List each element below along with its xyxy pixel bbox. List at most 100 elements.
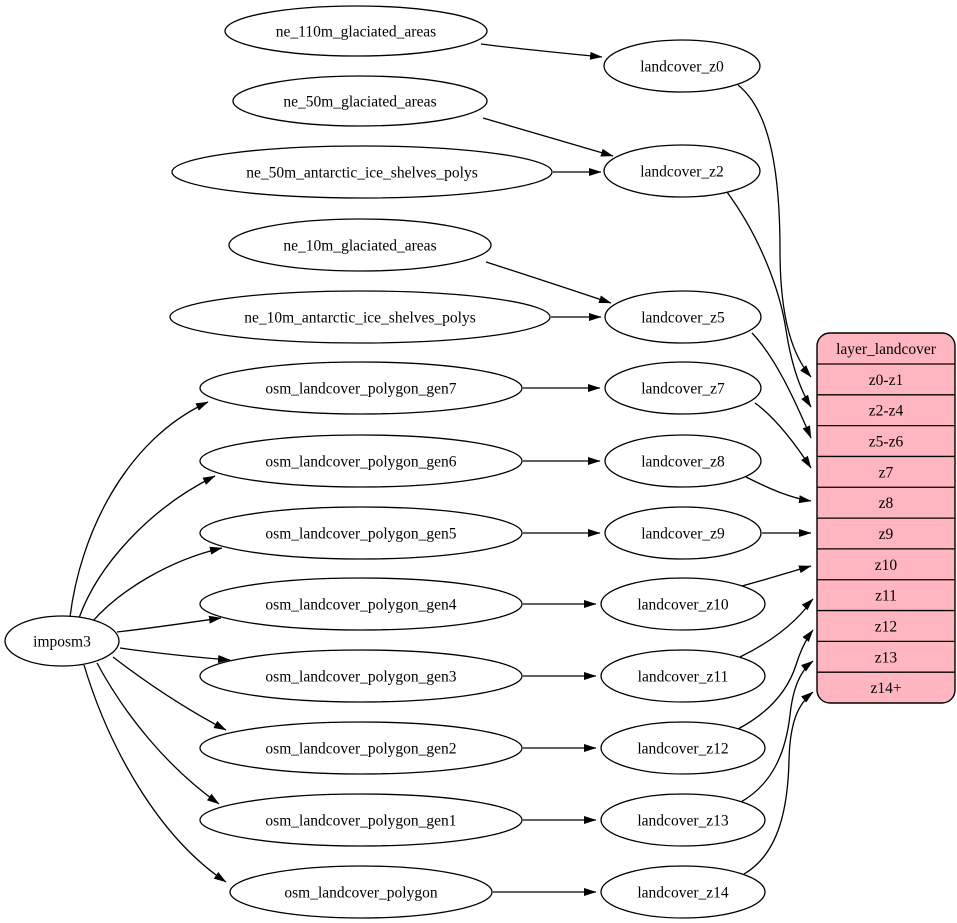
record-title: layer_landcover <box>836 341 937 358</box>
node-label-landcover_z11: landcover_z11 <box>638 669 729 686</box>
node-ellipse-ne_110m_glaciated_areas <box>224 5 488 57</box>
node-landcover_z12: landcover_z12 <box>600 721 766 775</box>
record-layer: layer_landcover z0-z1 z2-z4 z5-z6 z7 z8 z9 z10 z… <box>816 332 956 704</box>
node-label-osm_landcover_polygon: osm_landcover_polygon <box>284 885 438 902</box>
record-row-z9: z9 <box>879 526 894 543</box>
node-label-landcover_z14: landcover_z14 <box>637 885 728 902</box>
node-osm_landcover_polygon_gen4: osm_landcover_polygon_gen4 <box>199 577 523 631</box>
node-ellipse-ne_10m_glaciated_areas <box>228 218 492 272</box>
edge-landcover_z5-to-layer_landcover:z5-z6 <box>751 332 812 439</box>
edge-imposm3-to-osm_landcover_polygon_gen7 <box>69 401 209 618</box>
node-ellipse-landcover_z9 <box>604 506 762 560</box>
node-ellipse-osm_landcover_polygon_gen6 <box>199 434 523 488</box>
edge-ne_50m_glaciated_areas-to-landcover_z2 <box>482 117 614 157</box>
node-osm_landcover_polygon_gen6: osm_landcover_polygon_gen6 <box>199 434 523 488</box>
node-osm_landcover_polygon_gen5: osm_landcover_polygon_gen5 <box>199 506 523 560</box>
node-label-osm_landcover_polygon_gen3: osm_landcover_polygon_gen3 <box>265 669 456 686</box>
node-ellipse-osm_landcover_polygon <box>229 865 493 919</box>
edge-landcover_z8-to-layer_landcover:z8 <box>745 476 812 504</box>
node-label-imposm3: imposm3 <box>33 634 91 651</box>
record-row-z5-z6: z5-z6 <box>869 434 904 451</box>
node-ellipse-landcover_z11 <box>600 649 766 703</box>
edges-layer <box>69 43 814 896</box>
record-row-z14+: z14+ <box>870 680 901 697</box>
node-label-landcover_z5: landcover_z5 <box>641 310 725 327</box>
edge-landcover_z12-to-layer_landcover:z12 <box>737 629 814 730</box>
node-ellipse-landcover_z10 <box>600 577 766 631</box>
node-ellipse-osm_landcover_polygon_gen1 <box>199 793 523 847</box>
record-row-z10: z10 <box>875 557 898 574</box>
node-ne_50m_antarctic_ice_shelves_polys: ne_50m_antarctic_ice_shelves_polys <box>171 145 553 199</box>
record-row-z11: z11 <box>875 588 897 605</box>
node-ellipse-osm_landcover_polygon_gen7 <box>199 361 523 415</box>
node-label-osm_landcover_polygon_gen6: osm_landcover_polygon_gen6 <box>265 454 456 471</box>
node-ellipse-landcover_z13 <box>600 793 766 847</box>
record-row-z8: z8 <box>879 495 894 512</box>
node-ellipse-landcover_z14 <box>600 865 766 919</box>
node-label-landcover_z9: landcover_z9 <box>641 526 725 543</box>
edge-imposm3-to-osm_landcover_polygon_gen1 <box>96 662 220 805</box>
node-osm_landcover_polygon_gen7: osm_landcover_polygon_gen7 <box>199 361 523 415</box>
node-landcover_z0: landcover_z0 <box>603 39 761 93</box>
edge-imposm3-to-osm_landcover_polygon_gen5 <box>91 546 223 623</box>
edge-landcover_z0-to-layer_landcover:z0-z1 <box>737 84 812 378</box>
edge-landcover_z2-to-layer_landcover:z2-z4 <box>726 191 812 408</box>
node-ellipse-osm_landcover_polygon_gen3 <box>199 649 523 703</box>
edge-landcover_z11-to-layer_landcover:z11 <box>739 598 814 658</box>
node-label-ne_10m_glaciated_areas: ne_10m_glaciated_areas <box>283 238 436 255</box>
node-landcover_z7: landcover_z7 <box>604 361 762 415</box>
node-label-landcover_z12: landcover_z12 <box>637 741 728 758</box>
record-row-z0-z1: z0-z1 <box>869 372 903 389</box>
edge-landcover_z13-to-layer_landcover:z13 <box>740 660 814 803</box>
record-row-z12: z12 <box>875 618 897 635</box>
node-ellipse-ne_50m_antarctic_ice_shelves_polys <box>171 145 553 199</box>
record-row-z7: z7 <box>879 464 894 481</box>
edge-imposm3-to-osm_landcover_polygon_gen6 <box>78 475 216 619</box>
node-ellipse-ne_50m_glaciated_areas <box>232 75 488 127</box>
node-ellipse-landcover_z7 <box>604 361 762 415</box>
node-label-ne_50m_glaciated_areas: ne_50m_glaciated_areas <box>283 94 436 111</box>
node-ellipse-landcover_z12 <box>600 721 766 775</box>
node-osm_landcover_polygon_gen2: osm_landcover_polygon_gen2 <box>199 721 523 775</box>
node-label-osm_landcover_polygon_gen5: osm_landcover_polygon_gen5 <box>265 526 456 543</box>
record-row-z2-z4: z2-z4 <box>869 403 904 420</box>
node-ellipse-landcover_z0 <box>603 39 761 93</box>
node-landcover_z8: landcover_z8 <box>604 434 762 488</box>
record-row-z13: z13 <box>875 649 898 666</box>
node-ne_50m_glaciated_areas: ne_50m_glaciated_areas <box>232 75 488 127</box>
node-label-landcover_z8: landcover_z8 <box>641 454 725 471</box>
node-label-osm_landcover_polygon_gen7: osm_landcover_polygon_gen7 <box>265 381 456 398</box>
node-ellipse-osm_landcover_polygon_gen2 <box>199 721 523 775</box>
node-landcover_z2: landcover_z2 <box>603 144 761 198</box>
node-osm_landcover_polygon_gen3: osm_landcover_polygon_gen3 <box>199 649 523 703</box>
node-ellipse-imposm3 <box>4 615 120 667</box>
node-label-landcover_z10: landcover_z10 <box>637 597 728 614</box>
node-label-landcover_z13: landcover_z13 <box>637 813 728 830</box>
node-landcover_z14: landcover_z14 <box>600 865 766 919</box>
edge-ne_110m_glaciated_areas-to-landcover_z0 <box>480 43 603 60</box>
edge-imposm3-to-osm_landcover_polygon_gen3 <box>119 647 231 664</box>
node-ellipse-osm_landcover_polygon_gen4 <box>199 577 523 631</box>
node-ne_10m_antarctic_ice_shelves_polys: ne_10m_antarctic_ice_shelves_polys <box>169 290 551 344</box>
node-label-osm_landcover_polygon_gen1: osm_landcover_polygon_gen1 <box>265 813 456 830</box>
node-osm_landcover_polygon: osm_landcover_polygon <box>229 865 493 919</box>
node-ellipse-landcover_z2 <box>603 144 761 198</box>
edge-landcover_z14-to-layer_landcover:z14+ <box>743 691 814 875</box>
node-osm_landcover_polygon_gen1: osm_landcover_polygon_gen1 <box>199 793 523 847</box>
edge-landcover_z10-to-layer_landcover:z10 <box>741 565 812 587</box>
node-landcover_z10: landcover_z10 <box>600 577 766 631</box>
node-ellipse-ne_10m_antarctic_ice_shelves_polys <box>169 290 551 344</box>
edge-imposm3-to-osm_landcover_polygon <box>83 664 227 883</box>
node-ne_110m_glaciated_areas: ne_110m_glaciated_areas <box>224 5 488 57</box>
node-imposm3: imposm3 <box>4 615 120 667</box>
node-label-landcover_z0: landcover_z0 <box>640 59 724 76</box>
node-ellipse-osm_landcover_polygon_gen5 <box>199 506 523 560</box>
nodes-layer: imposm3 ne_110m_glaciated_areas ne_50m_gla… <box>4 5 766 919</box>
node-label-osm_landcover_polygon_gen4: osm_landcover_polygon_gen4 <box>265 597 456 614</box>
edge-ne_10m_glaciated_areas-to-landcover_z5 <box>485 261 612 304</box>
node-label-landcover_z7: landcover_z7 <box>641 381 725 398</box>
edge-imposm3-to-osm_landcover_polygon_gen2 <box>112 656 227 731</box>
record-node-layer_landcover: layer_landcover z0-z1 z2-z4 z5-z6 z7 z8 z9 z10 z… <box>816 332 956 704</box>
node-label-ne_50m_antarctic_ice_shelves_polys: ne_50m_antarctic_ice_shelves_polys <box>246 165 478 182</box>
